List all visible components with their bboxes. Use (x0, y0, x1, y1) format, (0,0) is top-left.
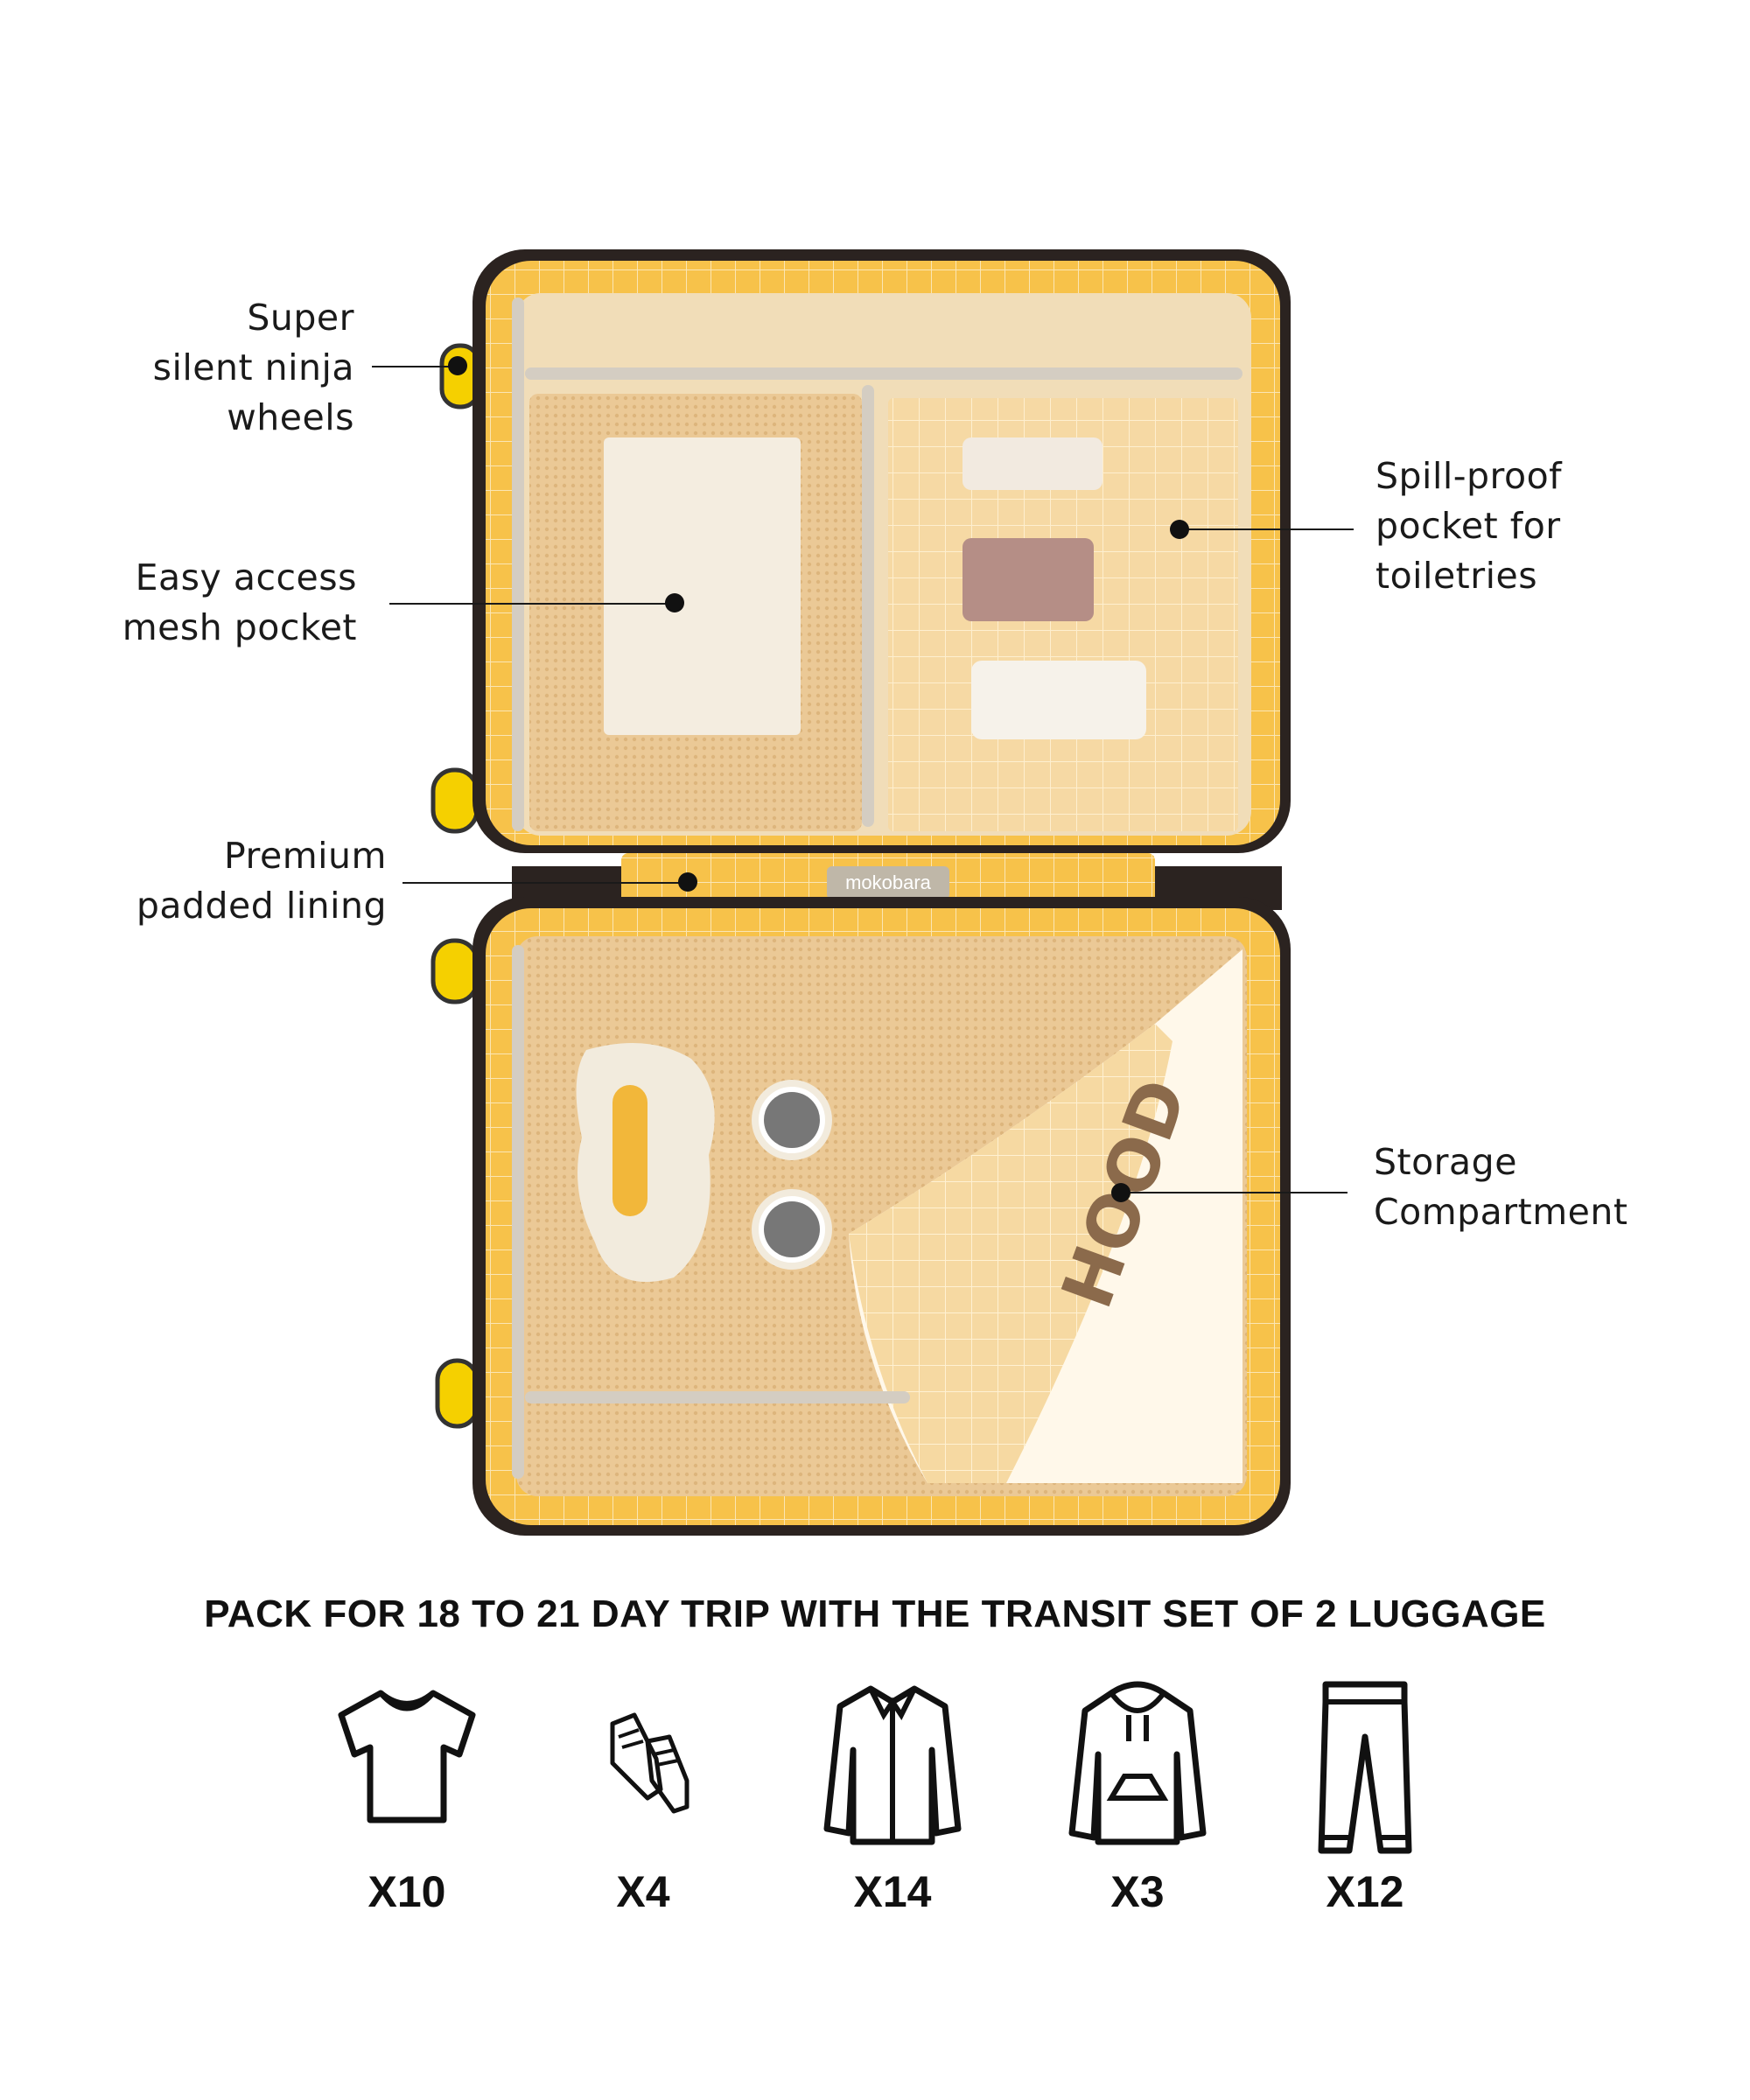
callout-lining-line (402, 882, 687, 884)
callout-lining-dot (678, 872, 697, 892)
packing-count-pants: X12 (1326, 1867, 1404, 1916)
packing-item-shirt: X14 (788, 1676, 998, 1916)
packing-count-shirt: X14 (853, 1867, 932, 1916)
wheels (430, 343, 481, 1429)
callout-storage-dot (1111, 1183, 1130, 1202)
packing-item-shoes: X4 (538, 1676, 748, 1916)
pants-icon (1318, 1681, 1412, 1854)
callout-storage-label: Storage Compartment (1374, 1141, 1628, 1233)
callout-storage-line (1129, 1192, 1348, 1194)
hoodie-icon (1068, 1681, 1207, 1845)
packing-item-tshirt: X10 (302, 1676, 512, 1916)
packing-item-pants: X12 (1260, 1676, 1470, 1916)
callout-toiletries-line (1179, 528, 1354, 530)
packing-item-hoodie: X3 (1032, 1676, 1242, 1916)
callout-wheels-dot (448, 356, 467, 375)
tshirt-icon (338, 1690, 476, 1824)
packing-headline: PACK FOR 18 TO 21 DAY TRIP WITH THE TRAN… (204, 1592, 1546, 1635)
suitcase-interior-image: mokobara HOOD (430, 249, 1291, 1536)
shirt-icon (823, 1685, 962, 1845)
callout-wheels-label: Super silent ninja wheels (152, 297, 354, 438)
callout-mesh-pocket-dot (665, 593, 684, 612)
packing-count-tshirt: X10 (368, 1867, 446, 1916)
callout-toiletries-label: Spill-proof pocket for toiletries (1376, 455, 1563, 597)
brand-logo: mokobara (845, 872, 932, 893)
packing-count-hoodie: X3 (1110, 1867, 1165, 1916)
packing-count-shoes: X4 (616, 1867, 670, 1916)
callout-mesh-pocket-label: Easy access mesh pocket (122, 556, 357, 648)
shoes-icon (610, 1712, 690, 1814)
callout-toiletries-dot (1170, 520, 1189, 539)
callout-mesh-pocket-line (389, 603, 674, 605)
callout-wheels-line (372, 366, 458, 368)
callout-lining-label: Premium padded lining (136, 835, 387, 927)
